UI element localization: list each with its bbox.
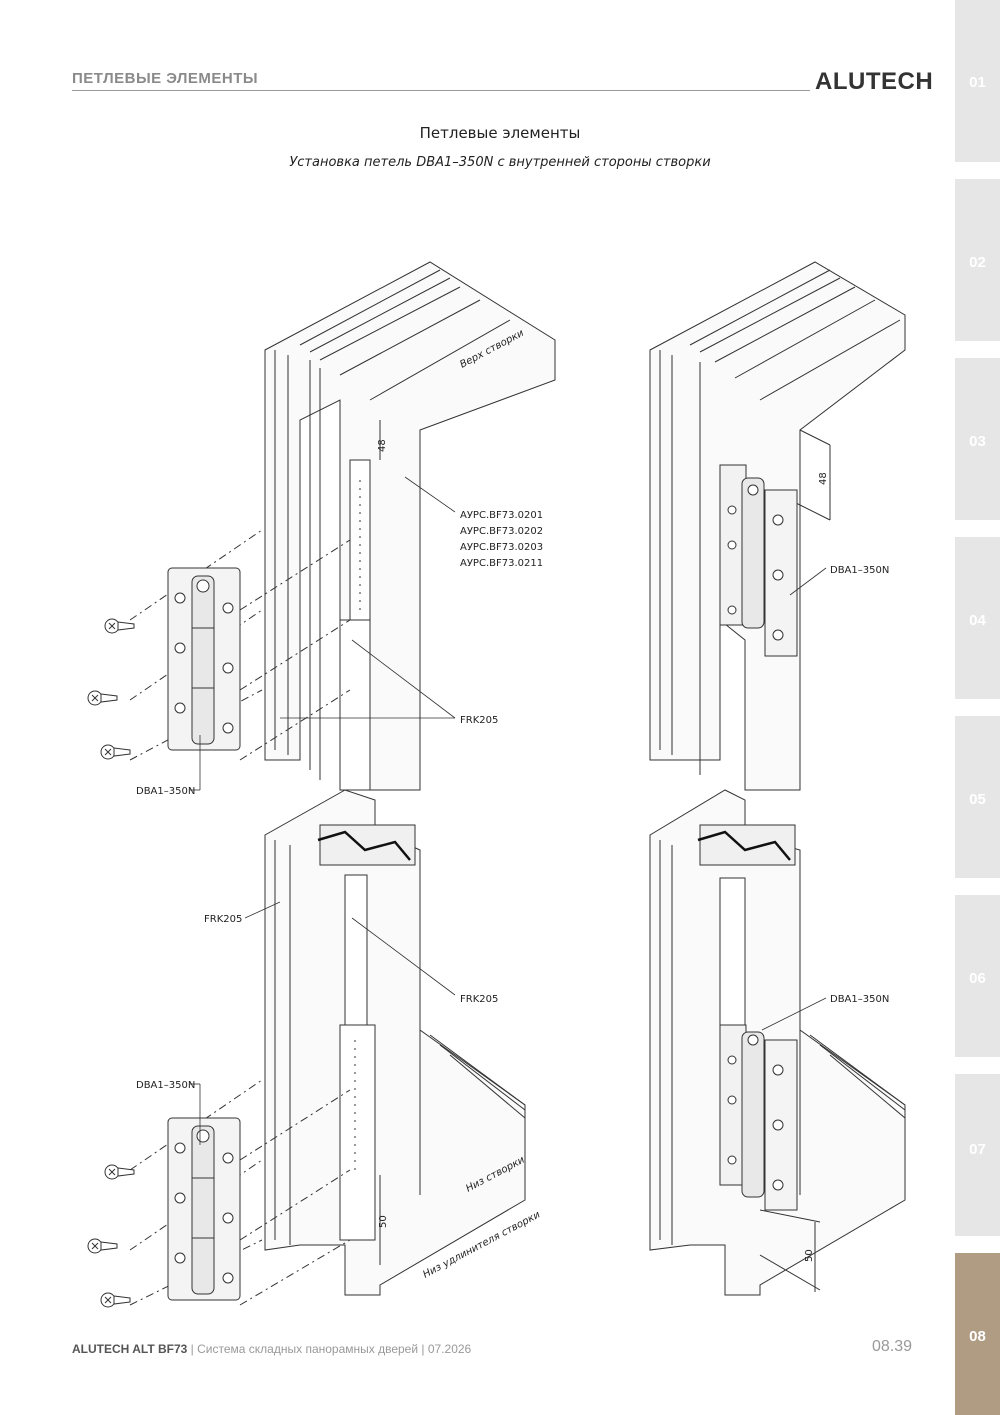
- side-tab-label: 01: [969, 74, 986, 91]
- side-tab-label: 08: [969, 1328, 986, 1345]
- view-bottom-left: [129, 789, 526, 1306]
- label-hinge-top-left: DBA1–350N: [136, 786, 195, 797]
- dim-50-left: 50: [378, 1215, 389, 1228]
- article-3: АУРС.BF73.0203: [460, 542, 543, 553]
- side-tab-05[interactable]: 05: [955, 716, 1000, 878]
- label-hinge-top-right: DBA1–350N: [830, 565, 889, 576]
- side-tab-label: 05: [969, 791, 986, 808]
- technical-drawing: Верх створки 48 АУРС.BF73.0201 АУРС.BF73…: [87, 261, 906, 1308]
- label-hinge-bottom-left: DBA1–350N: [136, 1080, 195, 1091]
- side-tab-label: 03: [969, 433, 986, 450]
- side-tab-label: 04: [969, 612, 986, 629]
- article-1: АУРС.BF73.0201: [460, 510, 543, 521]
- footer-product: ALUTECH ALT BF73: [72, 1342, 188, 1356]
- label-frk-top-left: FRK205: [460, 715, 498, 726]
- side-tab-label: 02: [969, 254, 986, 271]
- footer-description: | Система складных панорамных дверей | 0…: [187, 1342, 472, 1356]
- doc-subtitle: Установка петель DBA1–350N с внутренней …: [289, 155, 711, 170]
- dim-48-right: 48: [818, 472, 829, 485]
- side-tab-04[interactable]: 04: [955, 537, 1000, 699]
- section-title: ПЕТЛЕВЫЕ ЭЛЕМЕНТЫ: [72, 70, 259, 87]
- doc-title: Петлевые элементы: [419, 124, 581, 142]
- label-hinge-bottom-right: DBA1–350N: [830, 994, 889, 1005]
- side-tab-07[interactable]: 07: [955, 1074, 1000, 1236]
- label-frk-bottom-mid: FRK205: [460, 994, 498, 1005]
- brand-logo: ALUTECH: [815, 68, 934, 95]
- side-tab-label: 07: [969, 1141, 986, 1158]
- header-divider: [72, 90, 810, 91]
- side-tab-label: 06: [969, 970, 986, 987]
- page-number: 08.39: [872, 1338, 913, 1355]
- side-tab-06[interactable]: 06: [955, 895, 1000, 1057]
- dim-48-left: 48: [377, 439, 388, 452]
- article-4: АУРС.BF73.0211: [460, 558, 543, 569]
- side-tab-08[interactable]: 08: [955, 1253, 1000, 1415]
- dim-50-right: 50: [804, 1249, 815, 1262]
- view-top-left: [129, 261, 556, 791]
- label-frk-bottom-left: FRK205: [204, 914, 242, 925]
- side-tab-01[interactable]: 01: [955, 0, 1000, 162]
- article-2: АУРС.BF73.0202: [460, 526, 543, 537]
- side-tab-03[interactable]: 03: [955, 358, 1000, 520]
- side-tab-02[interactable]: 02: [955, 179, 1000, 341]
- footer-info: ALUTECH ALT BF73 | Система складных пано…: [72, 1342, 471, 1356]
